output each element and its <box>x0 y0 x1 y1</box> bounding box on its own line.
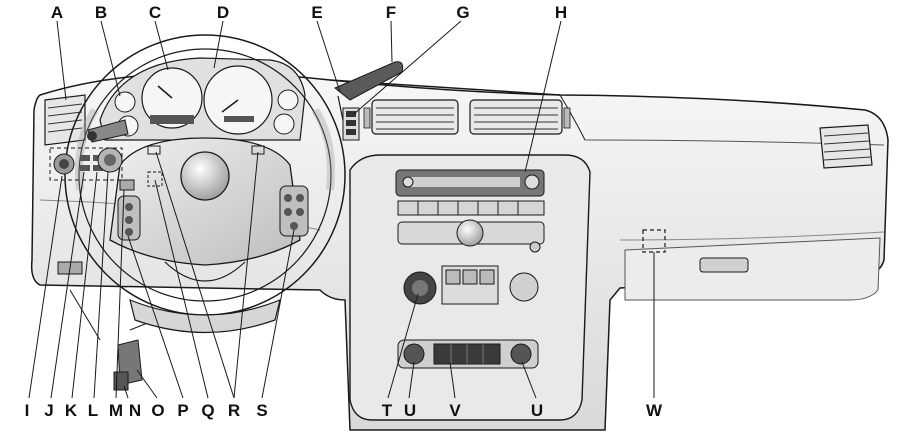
callout-u-right: U <box>531 401 543 420</box>
instrument-cluster <box>99 57 306 141</box>
callout-r: R <box>228 401 240 420</box>
right-air-vent <box>819 124 873 169</box>
callout-c: C <box>149 3 161 22</box>
callout-e: E <box>311 3 322 22</box>
callout-v: V <box>449 401 461 420</box>
switch-column <box>342 107 360 141</box>
left-switch-panel <box>49 147 135 275</box>
callout-f: F <box>386 3 396 22</box>
callout-b: B <box>95 3 107 22</box>
callout-i: I <box>25 401 30 420</box>
callout-n: N <box>129 401 141 420</box>
callout-w: W <box>646 401 663 420</box>
callout-q: Q <box>201 401 214 420</box>
turn-signal-lever <box>87 119 129 143</box>
callout-k: K <box>65 401 78 420</box>
callout-o: O <box>151 401 164 420</box>
callouts-top: A B C D E F G H <box>51 3 567 22</box>
center-stack <box>349 154 591 421</box>
callout-m: M <box>109 401 123 420</box>
callout-h: H <box>555 3 567 22</box>
callout-t: T <box>382 401 393 420</box>
glove-box <box>624 229 881 301</box>
pedals <box>113 321 151 391</box>
callout-g: G <box>456 3 469 22</box>
callouts-bottom: I J K L M N O P Q R S T U V U W <box>25 401 663 420</box>
center-air-vents <box>363 99 571 135</box>
callout-l: L <box>88 401 98 420</box>
callout-p: P <box>177 401 188 420</box>
callout-s: S <box>256 401 267 420</box>
leader-lines <box>28 20 655 399</box>
steering-wheel <box>64 34 346 316</box>
callout-u-left: U <box>404 401 416 420</box>
callout-a: A <box>51 3 63 22</box>
callout-j: J <box>44 401 53 420</box>
left-air-vent <box>44 94 86 146</box>
callout-d: D <box>217 3 229 22</box>
